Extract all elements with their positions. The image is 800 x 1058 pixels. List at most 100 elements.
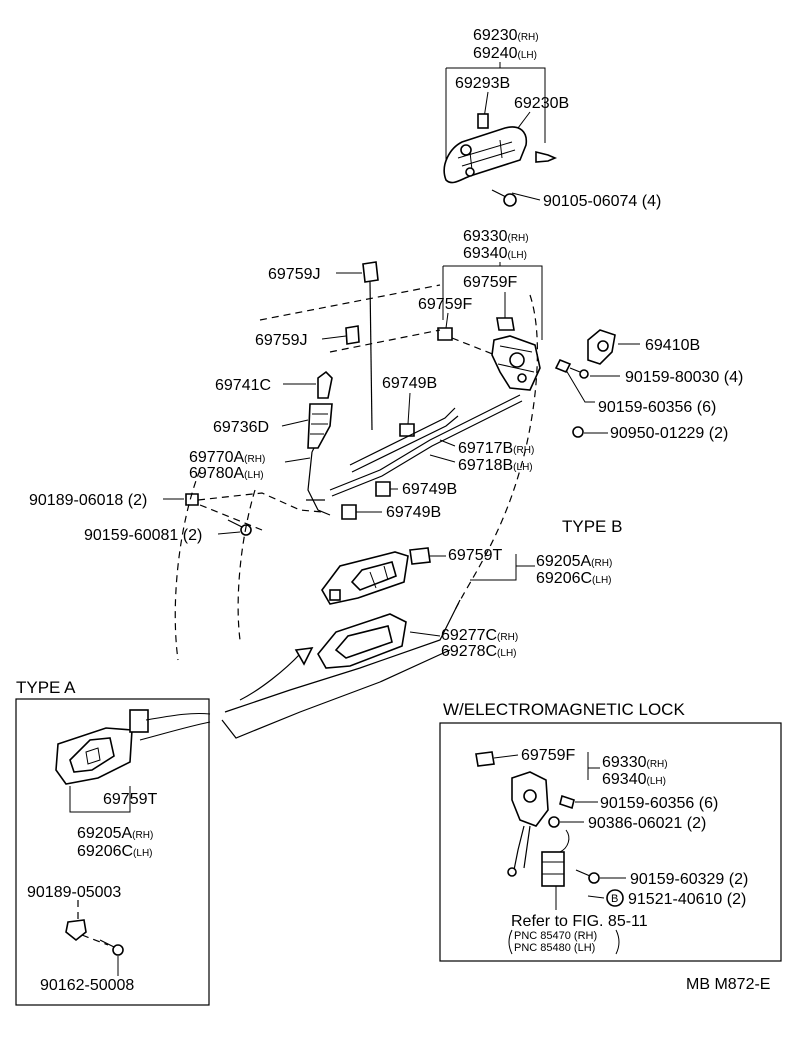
leader-69749B-a <box>407 392 411 425</box>
label-cable-rh: 69770A <box>189 449 244 466</box>
rod-69717B <box>349 407 459 473</box>
label-em-lock-rh: 69330 <box>602 754 647 771</box>
clip-69759T <box>409 547 431 565</box>
knob-69741C <box>317 370 333 399</box>
bracket-outer-handle <box>445 62 546 165</box>
label-em-69759F: 69759F <box>521 747 575 764</box>
lock-assembly-group: 69330(RH) 69340(LH) 69759F 69759F 69759J… <box>29 228 743 661</box>
label-cable-rh-suffix: (RH) <box>244 454 265 465</box>
label-lock-lh-suffix: (LH) <box>508 250 527 261</box>
label-90159-60081: 90159-60081 (2) <box>84 527 202 544</box>
label-69759F-a: 69759F <box>463 274 517 291</box>
dash-clip-to-lock <box>451 337 496 356</box>
door-lock-part <box>491 335 541 391</box>
marker-b-icon: B <box>606 889 624 907</box>
clip-69759J-b <box>345 325 360 345</box>
screw-90159-60356 <box>554 358 572 374</box>
leader-90105 <box>511 192 541 201</box>
label-90950: 90950-01229 (2) <box>610 425 728 442</box>
svg-text:69330(RH): 69330(RH) <box>602 754 668 771</box>
door-outline-right <box>454 294 539 611</box>
label-em-pnc-rh: PNC 85470 (RH) <box>514 930 597 942</box>
leader-69759J-b <box>321 335 347 340</box>
label-69736D: 69736D <box>213 419 269 436</box>
svg-text:69770A(RH): 69770A(RH) <box>189 449 265 466</box>
label-90159-80030: 90159-80030 (4) <box>625 369 743 386</box>
label-em-91521: 91521-40610 (2) <box>628 891 746 908</box>
install-arrow-head <box>294 647 314 666</box>
label-69410B: 69410B <box>645 337 700 354</box>
label-em-refer: Refer to FIG. 85-11 <box>511 913 648 930</box>
install-arrow-shaft <box>239 653 301 701</box>
outside-handle-part <box>443 113 558 184</box>
type-a-title: TYPE A <box>16 678 76 697</box>
label-bezel-lh-suffix: (LH) <box>497 648 516 659</box>
label-90162: 90162-50008 <box>40 977 134 994</box>
label-em-90159-60329: 90159-60329 (2) <box>630 871 748 888</box>
screw-em-90159-60329 <box>575 869 600 884</box>
outside-handle-group: 69230(RH) 69240(LH) 69293B 69230B 90105-… <box>443 27 661 210</box>
type-a-group: TYPE A 69759T 69205A(RH) 69206C(LH) 9018… <box>15 678 211 1006</box>
bracket-inner-handle <box>470 554 535 581</box>
dash-screw-type-a <box>81 934 109 946</box>
label-bezel-rh-suffix: (RH) <box>497 632 518 643</box>
clip-69749B-c <box>341 504 357 520</box>
bracket-lock <box>442 262 543 340</box>
svg-text:69230(RH): 69230(RH) <box>473 27 539 44</box>
label-inner-rh-suffix: (RH) <box>591 558 612 569</box>
rod-vertical <box>369 281 373 431</box>
label-lock-rh: 69330 <box>463 228 508 245</box>
type-a-box <box>15 698 210 1006</box>
electromagnetic-box <box>439 722 782 962</box>
svg-text:69278C(LH): 69278C(LH) <box>441 643 517 660</box>
label-69759J-b: 69759J <box>255 332 308 349</box>
svg-text:69277C(RH): 69277C(RH) <box>441 627 518 644</box>
label-type-a-inner-rh-suffix: (RH) <box>132 830 153 841</box>
label-inner-lh: 69206C <box>536 570 592 587</box>
nut-em-90386 <box>548 816 560 828</box>
leader-bezel <box>409 631 441 637</box>
part-69736D <box>307 403 333 449</box>
label-rod-lh-suffix: (LH) <box>513 462 532 473</box>
label-em-90386: 90386-06021 (2) <box>588 815 706 832</box>
clip-90189-05003 <box>65 919 87 942</box>
screw-90162 <box>99 939 124 956</box>
label-inner-rh: 69205A <box>536 553 591 570</box>
leader-cable <box>284 457 311 463</box>
clip-69749B-b <box>375 481 391 497</box>
label-lock-lh: 69340 <box>463 245 508 262</box>
bracket-em-lock <box>587 752 600 780</box>
label-outer-handle-lh: 69240 <box>473 45 518 62</box>
label-type-a-inner-lh: 69206C <box>77 843 133 860</box>
leader-69736D <box>281 419 309 427</box>
marker-b-label: B <box>611 893 618 905</box>
leader-90159-60356 <box>565 369 595 403</box>
type-b-title: TYPE B <box>562 517 622 536</box>
cable-bracket <box>306 447 325 501</box>
label-rod-lh: 69718B <box>458 457 513 474</box>
label-69749B-b: 69749B <box>402 481 457 498</box>
door-outline-left <box>174 469 201 661</box>
rod-69718B <box>329 394 523 497</box>
label-em-lock-rh-suffix: (RH) <box>647 759 668 770</box>
label-type-a-inner-rh: 69205A <box>77 825 132 842</box>
label-69230B: 69230B <box>514 95 569 112</box>
svg-text:69206C(LH): 69206C(LH) <box>536 570 612 587</box>
dash-rods-upper <box>259 284 441 353</box>
inner-handle-type-b <box>321 551 409 605</box>
label-inner-lh-suffix: (LH) <box>592 575 611 586</box>
svg-text:69340(LH): 69340(LH) <box>602 771 666 788</box>
label-69759T: 69759T <box>448 547 502 564</box>
label-outer-handle-rh-suffix: (RH) <box>518 32 539 43</box>
label-90105: 90105-06074 (4) <box>543 193 661 210</box>
inner-handle-type-a <box>55 709 211 785</box>
label-type-a-inner-lh-suffix: (LH) <box>133 848 152 859</box>
svg-text:69330(RH): 69330(RH) <box>463 228 529 245</box>
bezel-type-b <box>317 613 407 669</box>
label-69749B-c: 69749B <box>386 504 441 521</box>
label-em-90159-60356: 90159-60356 (6) <box>600 795 718 812</box>
label-rod-rh-suffix: (RH) <box>513 445 534 456</box>
svg-text:69780A(LH): 69780A(LH) <box>189 465 264 482</box>
leader-em-69759F <box>493 754 519 759</box>
